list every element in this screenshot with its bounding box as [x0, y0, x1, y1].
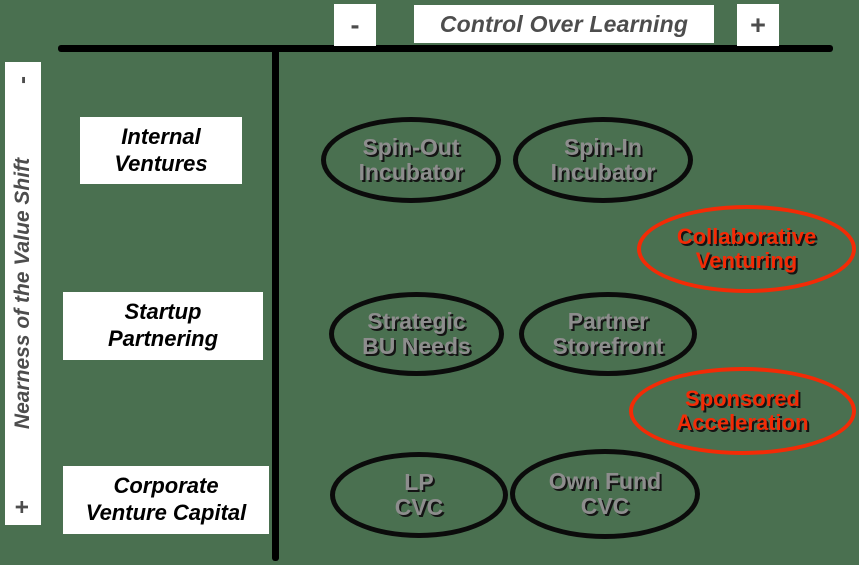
node-strategic-bu-needs[interactable]: Strategic BU Needs — [329, 292, 504, 376]
node-label-line1: Spin-In — [564, 133, 642, 160]
node-label-line2: CVC — [580, 493, 630, 519]
row-label-line2: Venture Capital — [85, 500, 247, 525]
node-sponsored-acceleration[interactable]: Sponsored Acceleration — [629, 367, 856, 455]
row-label-corporate-venture-capital: Corporate Venture Capital — [63, 466, 269, 534]
node-spin-in-incubator[interactable]: Spin-In Incubator — [513, 117, 693, 203]
node-label-line1: Sponsored — [685, 385, 800, 411]
row-label-internal-ventures: Internal Ventures — [80, 117, 242, 184]
vertical-axis-minus-label: - — [9, 76, 36, 84]
vertical-axis-panel: - Nearness of the Value Shift + — [5, 62, 41, 525]
node-label-line2: Incubator — [550, 159, 656, 185]
node-label-line1: LP — [404, 468, 434, 495]
node-label-line1: Collaborative — [676, 223, 817, 249]
node-partner-storefront[interactable]: Partner Storefront — [519, 292, 697, 376]
row-label-line2: Ventures — [114, 150, 208, 176]
horizontal-axis-minus-label: - — [334, 4, 376, 46]
node-label-line2: Storefront — [552, 333, 664, 359]
node-label-line2: CVC — [394, 494, 444, 520]
node-lp-cvc[interactable]: LP CVC — [330, 452, 508, 538]
node-label-line1: Partner — [567, 307, 649, 334]
horizontal-axis-line — [58, 45, 833, 52]
node-label-line2: Incubator — [358, 159, 464, 185]
row-label-startup-partnering: Startup Partnering — [63, 292, 263, 360]
row-label-line1: Corporate — [113, 473, 219, 499]
row-label-line2: Partnering — [107, 326, 219, 351]
row-label-line1: Internal — [121, 123, 201, 149]
vertical-axis-title: Nearness of the Value Shift — [11, 157, 35, 430]
vertical-axis-line — [272, 48, 279, 561]
node-label-line2: Acceleration — [676, 410, 809, 435]
node-label-line1: Spin-Out — [362, 133, 460, 160]
node-label-line2: Venturing — [695, 248, 798, 273]
node-label-line2: BU Needs — [362, 333, 471, 359]
horizontal-axis-plus-label: + — [737, 4, 779, 46]
node-own-fund-cvc[interactable]: Own Fund CVC — [510, 449, 700, 539]
node-spin-out-incubator[interactable]: Spin-Out Incubator — [321, 117, 501, 203]
horizontal-axis-title: Control Over Learning — [414, 5, 714, 43]
node-label-line1: Own Fund — [548, 467, 662, 494]
node-label-line1: Strategic — [367, 307, 466, 334]
node-collaborative-venturing[interactable]: Collaborative Venturing — [637, 205, 856, 293]
row-label-line1: Startup — [124, 299, 202, 325]
vertical-axis-plus-label: + — [8, 499, 36, 515]
